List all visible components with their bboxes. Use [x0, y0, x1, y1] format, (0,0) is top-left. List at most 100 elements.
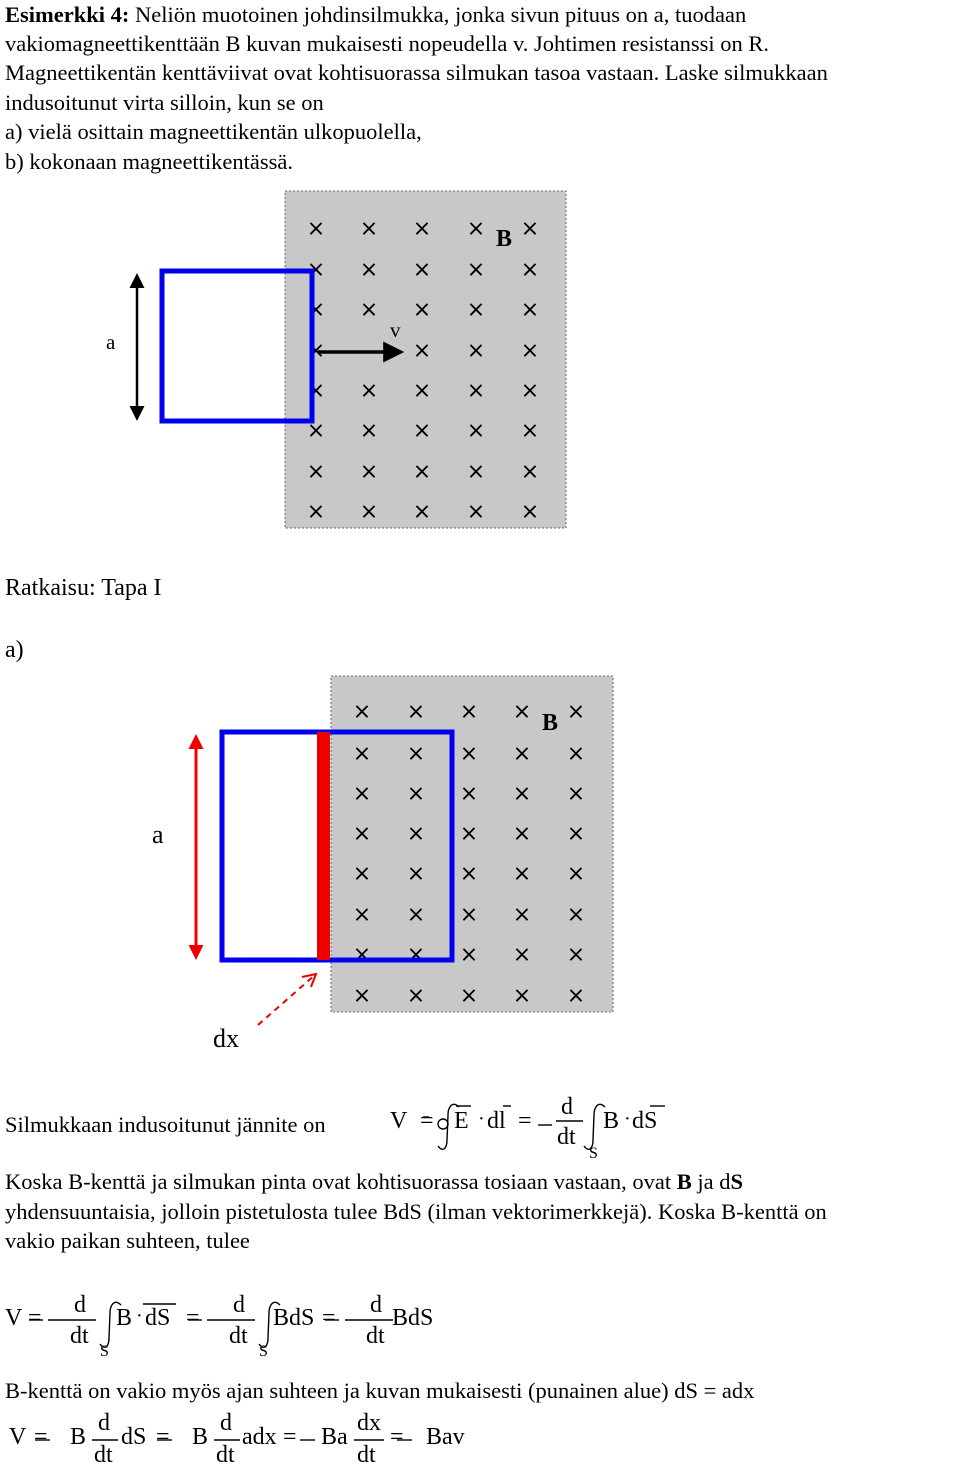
field-cross: × [460, 903, 478, 928]
field-cross: × [460, 943, 478, 968]
field-cross: × [307, 339, 325, 364]
field-cross: × [460, 984, 478, 1009]
field-cross: × [413, 258, 431, 283]
eq1-dt: dt [557, 1124, 576, 1150]
eq3-dS: dS [121, 1424, 147, 1450]
eq1-dS: dS [632, 1108, 658, 1134]
field-cross: × [460, 822, 478, 847]
field-cross: × [407, 903, 425, 928]
eq2-dt1: dt [70, 1323, 89, 1349]
side-label-1: a [106, 330, 116, 354]
field-cross: × [360, 460, 378, 485]
field-cross: × [353, 742, 371, 767]
field-cross: × [521, 419, 539, 444]
field-cross: × [360, 258, 378, 283]
field-cross: × [407, 700, 425, 725]
problem-line-2: vakiomagneettikenttään B kuvan mukaisest… [5, 31, 770, 56]
field-cross: × [467, 460, 485, 485]
field-cross: × [567, 862, 585, 887]
field-cross: × [307, 217, 325, 242]
dx-strip [317, 732, 330, 960]
eq3-V: V [9, 1424, 27, 1450]
eq3-Bav: Bav [426, 1424, 465, 1450]
field-cross: × [413, 298, 431, 323]
field-cross: × [353, 943, 371, 968]
eq1-B: B [603, 1108, 620, 1134]
eq2-dS: dS [145, 1305, 171, 1331]
velocity-label: v [390, 318, 401, 342]
field-cross: × [307, 298, 325, 323]
eq2-BdS2: BdS [392, 1305, 434, 1331]
field-cross: × [467, 258, 485, 283]
field-cross: × [460, 742, 478, 767]
field-cross: × [353, 984, 371, 1009]
side-label-2: a [152, 820, 164, 849]
eq2-eq3: = [322, 1305, 336, 1331]
field-cross: × [407, 984, 425, 1009]
field-cross: × [407, 782, 425, 807]
field-cross: × [513, 742, 531, 767]
eq2-d2: d [233, 1292, 245, 1318]
field-label-2: B [542, 710, 559, 736]
text3-line1: B-kenttä on vakio myös ajan suhteen ja k… [5, 1378, 755, 1403]
field-cross: × [513, 700, 531, 725]
induced-voltage-text: Silmukkaan indusoitunut jännite on [5, 1112, 326, 1137]
field-cross: × [567, 984, 585, 1009]
eq1-equals2: = [518, 1108, 532, 1134]
magnetic-field-region-1 [284, 190, 567, 529]
problem-part-b: b) kokonaan magneettikentässä. [5, 149, 294, 174]
eq3-B2: B [192, 1424, 209, 1450]
field-cross: × [567, 742, 585, 767]
eq1-dl: dl [487, 1108, 506, 1134]
field-cross: × [360, 217, 378, 242]
eq1-S-sub: S [589, 1145, 598, 1162]
field-cross: × [413, 217, 431, 242]
magnetic-field-region-2 [330, 675, 614, 1013]
field-cross: × [407, 822, 425, 847]
problem-part-a: a) vielä osittain magneettikentän ulkopu… [5, 119, 422, 144]
field-cross: × [521, 339, 539, 364]
eq2-V: V [5, 1305, 23, 1331]
field-cross: × [307, 460, 325, 485]
field-crosses-2: ×××××××××××××××××××××××××××××××××××××××× [353, 700, 585, 1009]
field-cross: × [353, 782, 371, 807]
eq2-S1: S [100, 1343, 109, 1360]
field-cross: × [413, 500, 431, 525]
field-cross: × [513, 943, 531, 968]
field-cross: × [353, 903, 371, 928]
eq1-V: V [390, 1108, 408, 1134]
eq2-BdS1: BdS [273, 1305, 315, 1331]
eq1-dot2: · [624, 1108, 631, 1130]
text2-line1: Koska B-kenttä ja silmukan pinta ovat ko… [5, 1169, 744, 1194]
field-cross: × [513, 822, 531, 847]
eq3-B1: B [70, 1424, 87, 1450]
square-loop-2 [219, 729, 455, 963]
field-cross: × [521, 258, 539, 283]
example-heading: Esimerkki 4: [5, 2, 130, 27]
field-cross: × [360, 298, 378, 323]
field-cross: × [353, 862, 371, 887]
text2-line3: vakio paikan suhteen, tulee [5, 1228, 250, 1253]
field-cross: × [521, 298, 539, 323]
field-cross: × [413, 339, 431, 364]
field-cross: × [467, 298, 485, 323]
eq1-dot1: · [478, 1108, 485, 1130]
eq3-eq1: = [34, 1424, 48, 1450]
eq2-d1: d [74, 1292, 86, 1318]
field-cross: × [360, 379, 378, 404]
field-cross: × [460, 862, 478, 887]
field-cross: × [513, 984, 531, 1009]
eq3-d2: d [220, 1410, 232, 1436]
field-cross: × [413, 460, 431, 485]
eq2-S2: S [259, 1343, 268, 1360]
field-cross: × [567, 822, 585, 847]
eq2-B: B [116, 1305, 133, 1331]
field-cross: × [521, 460, 539, 485]
eq3-dx: dx [357, 1410, 381, 1436]
field-cross: × [460, 700, 478, 725]
field-cross: × [307, 379, 325, 404]
eq2-dt3: dt [366, 1323, 385, 1349]
field-cross: × [360, 500, 378, 525]
field-cross: × [567, 700, 585, 725]
field-cross: × [353, 700, 371, 725]
